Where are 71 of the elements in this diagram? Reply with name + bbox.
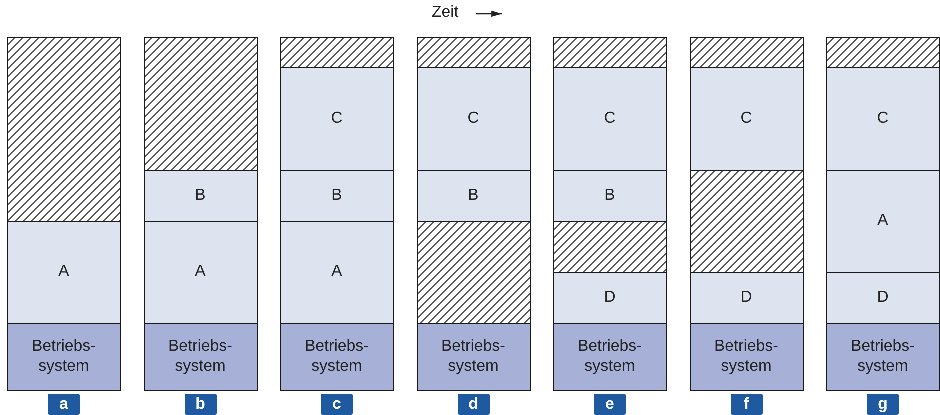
memory-segment — [418, 66, 530, 170]
hatched-area — [554, 38, 666, 68]
panel-letter: a — [48, 394, 80, 415]
memory-column — [7, 37, 121, 391]
hatched-area — [690, 38, 802, 68]
operating-system-segment — [690, 322, 802, 390]
segment-label: C — [468, 108, 480, 128]
memory-segment — [827, 272, 939, 322]
segment-label: A — [878, 211, 888, 231]
memory-segment — [281, 220, 393, 322]
memory-segment — [281, 170, 393, 220]
operating-system-segment — [827, 322, 939, 390]
memory-column — [826, 37, 940, 391]
hatched-area — [554, 220, 666, 272]
segment-label: B — [332, 186, 342, 206]
segment-label: D — [740, 288, 752, 308]
segment-label: D — [877, 288, 889, 308]
panel-letter: f — [730, 394, 762, 415]
memory-segment — [690, 66, 802, 170]
panel-letter: c — [321, 394, 353, 415]
operating-system-segment — [554, 322, 666, 390]
panel-letter: d — [458, 394, 490, 415]
segment-label: A — [332, 262, 342, 282]
segment-label: C — [740, 108, 752, 128]
memory-column — [416, 37, 530, 391]
memory-segment — [418, 170, 530, 220]
segment-label: Betriebs- system — [440, 337, 507, 377]
segment-label: Betriebs- system — [167, 337, 234, 377]
memory-segment — [144, 220, 256, 322]
segment-label: Betriebs- system — [304, 337, 370, 377]
hatched-area — [144, 38, 256, 171]
memory-segment — [827, 66, 939, 170]
memory-segment — [690, 272, 802, 322]
segment-label: A — [195, 262, 206, 282]
operating-system-segment — [418, 322, 530, 390]
panel-letter: g — [867, 394, 899, 415]
memory-column — [553, 37, 667, 391]
segment-label: B — [468, 186, 479, 206]
segment-label: B — [195, 186, 206, 206]
memory-segment — [827, 170, 939, 272]
memory-column — [280, 37, 394, 391]
memory-segment — [554, 170, 666, 220]
segment-label: A — [58, 262, 70, 282]
memory-segment — [144, 170, 256, 220]
hatched-area — [418, 220, 530, 322]
hatched-area — [281, 38, 393, 68]
segment-label: Betriebs- system — [713, 337, 780, 377]
segment-label: C — [604, 108, 616, 128]
operating-system-segment — [281, 322, 393, 390]
panel-letter: e — [594, 394, 626, 415]
memory-segment — [8, 220, 120, 322]
hatched-area — [418, 38, 530, 68]
memory-column — [144, 37, 258, 391]
segment-label: C — [877, 108, 889, 128]
operating-system-segment — [144, 322, 256, 390]
operating-system-segment — [8, 322, 120, 390]
memory-column — [690, 37, 804, 391]
segment-label: Betriebs- system — [576, 337, 644, 377]
panel-letter: b — [184, 394, 216, 415]
segment-label: C — [331, 108, 343, 128]
time-label: Zeit — [432, 4, 459, 22]
segment-label: D — [604, 288, 616, 308]
memory-segment — [281, 66, 393, 170]
memory-segment — [554, 66, 666, 170]
segment-label: B — [604, 186, 616, 206]
segment-label: Betriebs- system — [30, 337, 98, 377]
segment-label: Betriebs- system — [850, 337, 916, 377]
hatched-area — [827, 38, 939, 68]
hatched-area — [690, 170, 802, 272]
hatched-area — [8, 38, 120, 222]
memory-segment — [554, 272, 666, 322]
